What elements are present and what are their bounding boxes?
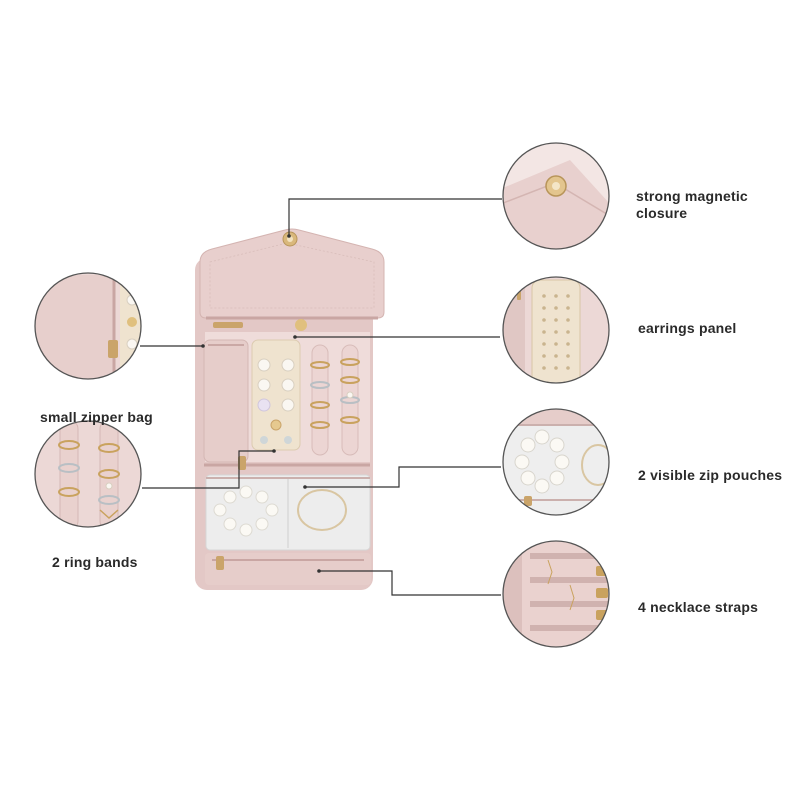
label-ring-bands: 2 ring bands <box>52 554 138 570</box>
earring-holes <box>542 294 570 370</box>
label-magnetic-closure-line1: strong magnetic <box>636 188 748 204</box>
line-magnetic <box>288 198 502 236</box>
zipper-pull-icon <box>216 556 224 570</box>
zipper-pull-icon <box>213 322 243 328</box>
detail-circle-necklace-straps <box>502 540 610 648</box>
zipper-pull-icon <box>108 340 118 358</box>
label-zipper-bag: small zipper bag <box>40 409 153 425</box>
label-magnetic-closure-line2: closure <box>636 205 688 221</box>
rings <box>310 358 360 429</box>
earring-pearls <box>257 358 295 444</box>
earrings-panel <box>251 339 301 451</box>
label-magnetic-closure: strong magnetic closure <box>636 188 748 222</box>
line-ring-bands <box>142 450 274 489</box>
label-zip-pouches: 2 visible zip pouches <box>638 467 783 483</box>
ring-band-2 <box>341 344 359 456</box>
magnetic-snap-icon <box>282 231 298 247</box>
label-necklace-straps: 4 necklace straps <box>638 599 759 615</box>
callout-lines <box>140 198 502 596</box>
detail-circle-zip-pouches <box>502 408 610 516</box>
small-zipper-bag <box>203 339 249 463</box>
pearl-bracelet <box>514 429 570 494</box>
detail-circle-earrings-panel <box>502 276 610 384</box>
detail-circle-zipper-bag <box>34 272 142 380</box>
zipper-pull-icon <box>238 456 246 470</box>
line-zip-pouches <box>305 466 501 488</box>
line-necklace <box>319 570 501 596</box>
earring-gold <box>295 319 307 331</box>
label-earrings-panel: earrings panel <box>638 320 737 336</box>
callout-dots <box>201 234 321 573</box>
detail-circle-magnetic-closure <box>502 142 610 250</box>
jewelry-case <box>195 228 385 590</box>
bangle <box>297 489 347 531</box>
necklace-pocket <box>205 553 371 585</box>
detail-circle-ring-bands <box>34 420 142 528</box>
pearl-bracelet <box>213 485 279 537</box>
case-flap <box>199 228 385 319</box>
